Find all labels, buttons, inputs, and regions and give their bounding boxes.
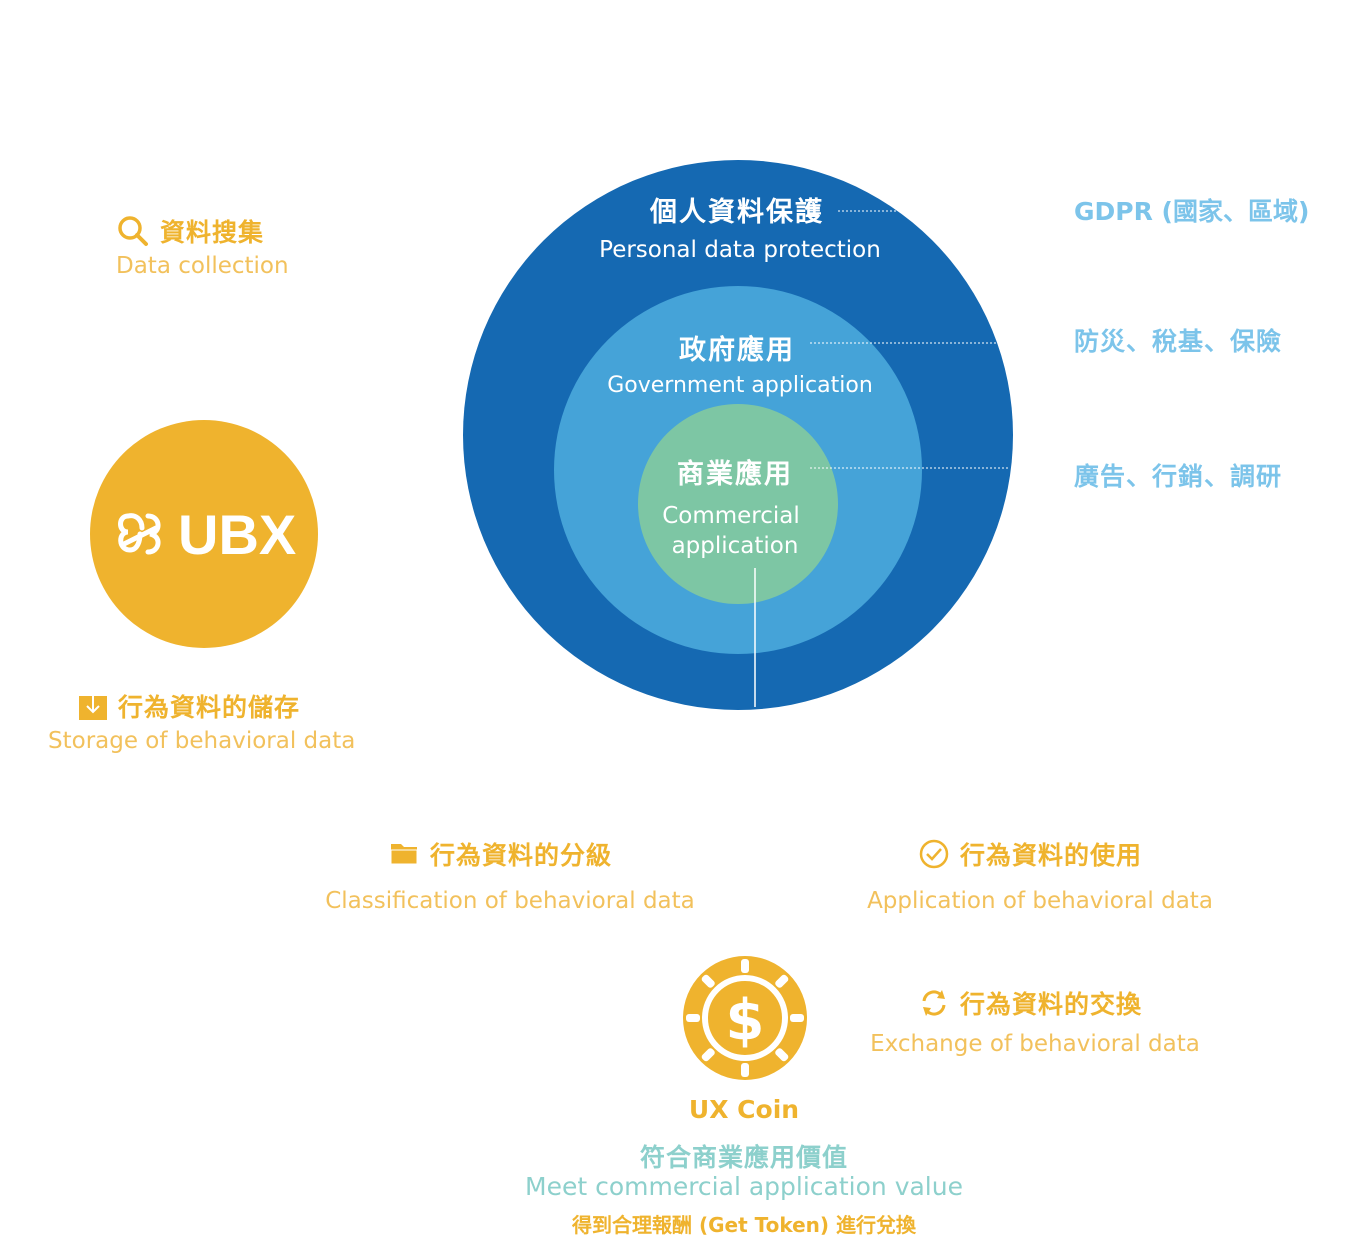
exchange-zh: 行為資料的交換 xyxy=(959,990,1142,1019)
coin-en: Meet commercial application value xyxy=(525,1172,963,1201)
inner-circle-en-1: Commercial xyxy=(662,503,800,529)
middle-circle-label: 政府應用 Government application xyxy=(540,328,940,398)
folder-icon xyxy=(390,844,418,865)
annotation-inner: 廣告、行銷、調研 xyxy=(1074,462,1283,491)
storage-en: Storage of behavioral data xyxy=(48,728,356,754)
search-icon xyxy=(118,216,148,246)
check-circle-icon xyxy=(919,839,949,869)
application-zh: 行為資料的使用 xyxy=(959,841,1142,870)
inner-circle-label: 商業應用 Commercial application xyxy=(590,452,880,561)
feature-classification: 行為資料的分級 Classification of behavioral dat… xyxy=(300,836,720,914)
outer-circle-en: Personal data protection xyxy=(599,237,881,263)
annotation-middle: 防災、稅基、保險 xyxy=(1074,327,1283,356)
inner-circle-zh: 商業應用 xyxy=(677,459,793,490)
classification-en: Classification of behavioral data xyxy=(325,888,695,914)
annotation-outer: GDPR (國家、區域) xyxy=(1074,197,1310,226)
inner-circle-en-2: application xyxy=(671,533,799,559)
coin-token: 得到合理報酬 (Get Token) 進行兌換 xyxy=(571,1213,916,1237)
refresh-icon xyxy=(922,990,946,1016)
data-collection-zh: 資料搜集 xyxy=(160,218,265,247)
feature-storage: 行為資料的儲存 Storage of behavioral data xyxy=(48,688,378,754)
data-collection-en: Data collection xyxy=(116,253,289,279)
classification-zh: 行為資料的分級 xyxy=(429,841,612,870)
feature-exchange: 行為資料的交換 Exchange of behavioral data xyxy=(840,985,1230,1057)
feature-application: 行為資料的使用 Application of behavioral data xyxy=(840,836,1240,914)
download-box-icon xyxy=(79,691,107,720)
ubx-logo-text: UBX xyxy=(178,503,297,566)
middle-circle-zh: 政府應用 xyxy=(679,335,795,366)
outer-circle-label: 個人資料保護 Personal data protection xyxy=(540,190,940,263)
ubx-logo-circle: UBX xyxy=(90,420,318,648)
dollar-coin-icon: $ xyxy=(683,956,807,1080)
ubx-logo-icon xyxy=(118,513,161,555)
inner-circle xyxy=(638,404,838,604)
feature-data-collection: 資料搜集 Data collection xyxy=(116,213,356,279)
coin-title: UX Coin xyxy=(688,1095,800,1124)
exchange-en: Exchange of behavioral data xyxy=(870,1031,1200,1057)
svg-text:$: $ xyxy=(726,988,765,1053)
storage-zh: 行為資料的儲存 xyxy=(118,693,301,722)
outer-circle-zh: 個人資料保護 xyxy=(650,197,824,228)
application-en: Application of behavioral data xyxy=(867,888,1213,914)
middle-circle-en: Government application xyxy=(607,373,873,398)
coin-zh: 符合商業應用價值 xyxy=(639,1143,848,1172)
